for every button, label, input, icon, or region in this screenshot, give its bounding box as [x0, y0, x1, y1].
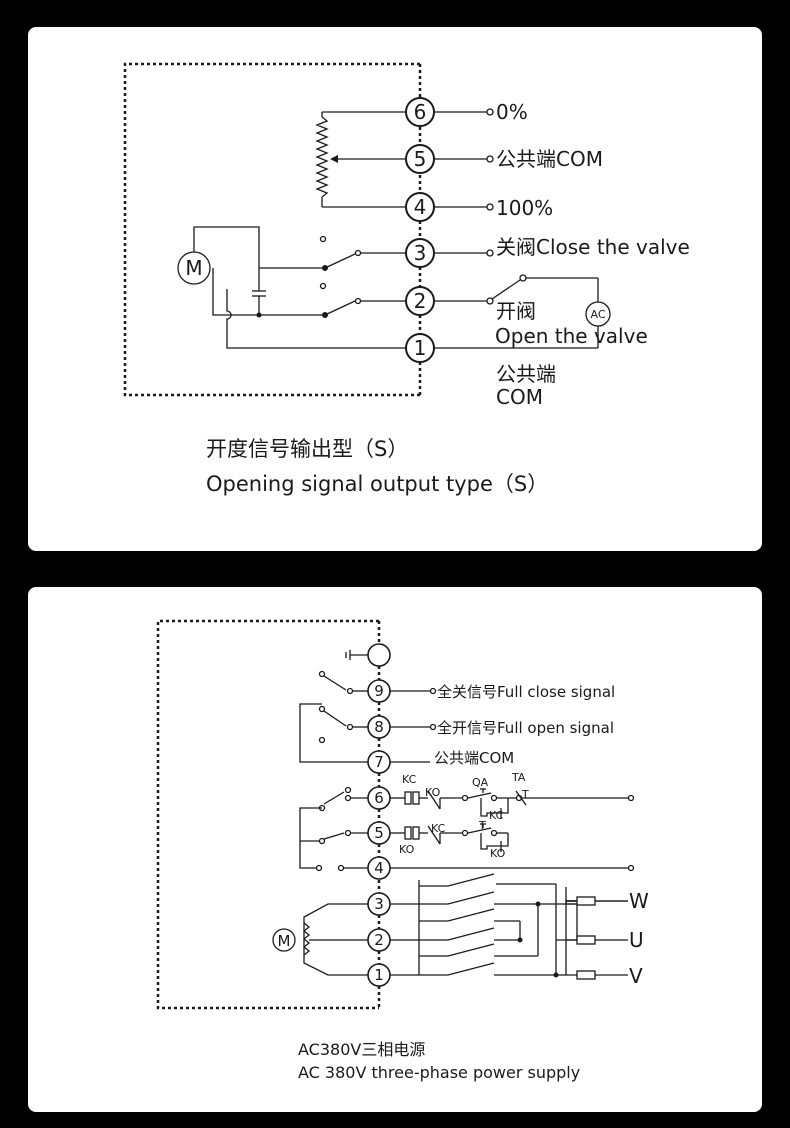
diagram-panel-three-phase: KC KO QA TA T KC KO KC T KO M	[28, 587, 762, 1112]
caption-en: Opening signal output type（S）	[206, 472, 549, 496]
opening-signal-wiring-diagram: AC M 6 5	[123, 62, 690, 409]
terminal-1: 1	[405, 333, 435, 363]
t-label-top: T	[521, 788, 529, 801]
svg-text:3: 3	[414, 241, 427, 265]
terminal-6: 6	[367, 786, 391, 810]
relay-ko-contact-label: KO	[425, 786, 441, 799]
label-full-open-signal: 全开信号Full open signal	[437, 719, 614, 737]
svg-text:6: 6	[374, 789, 384, 807]
svg-text:7: 7	[374, 753, 384, 771]
caption-cn: 开度信号输出型（S）	[206, 437, 409, 461]
label-0-percent: 0%	[496, 100, 528, 124]
phase-w-label: W	[629, 889, 649, 913]
motor-symbol	[272, 928, 296, 952]
svg-text:4: 4	[374, 859, 384, 877]
terminal-7: 7	[367, 750, 391, 774]
potentiometer	[315, 116, 329, 198]
t-label-mid: T	[478, 819, 486, 832]
label-full-close-signal: 全关信号Full close signal	[437, 683, 615, 701]
svg-text:2: 2	[374, 931, 384, 949]
relay-kc-coil-label: KC	[402, 773, 417, 786]
fuse-u	[576, 935, 596, 945]
label-close-valve: 关阀Close the valve	[496, 235, 690, 259]
terminal-3: 3	[405, 238, 435, 268]
fuse-w	[576, 896, 596, 906]
wiper-arrow	[330, 155, 338, 163]
caption-cn: AC380V三相电源	[298, 1040, 426, 1059]
label-common-com: 公共端COM	[434, 749, 514, 767]
ground-terminal	[367, 643, 391, 667]
phase-u-label: U	[629, 928, 644, 952]
terminal-1: 1	[367, 963, 391, 987]
svg-text:6: 6	[414, 100, 427, 124]
terminal-2: 2	[405, 286, 435, 316]
label-common-cn: 公共端	[496, 362, 556, 386]
svg-text:9: 9	[374, 682, 384, 700]
terminal-5: 5	[405, 144, 435, 174]
ac-label: AC	[590, 308, 605, 321]
svg-text:4: 4	[414, 195, 427, 219]
label-open-valve-en: Open the valve	[495, 324, 648, 348]
motor-label: M	[185, 256, 202, 280]
terminal-5: 5	[367, 821, 391, 845]
motor-label: M	[278, 932, 291, 950]
svg-text:3: 3	[374, 895, 384, 913]
label-common-en: COM	[496, 385, 543, 409]
ta-label: TA	[511, 771, 526, 784]
caption-en: AC 380V three-phase power supply	[298, 1063, 581, 1082]
svg-text:5: 5	[414, 147, 427, 171]
kc-contact-label-top: KC	[489, 809, 504, 822]
terminal-8: 8	[367, 715, 391, 739]
actuator-enclosure	[123, 62, 420, 397]
ko-contact-label-bottom: KO	[490, 847, 506, 860]
qa-label: QA	[472, 776, 489, 789]
terminal-2: 2	[367, 928, 391, 952]
actuator-enclosure	[156, 619, 379, 1010]
relay-ko-coil-label: KO	[399, 843, 415, 856]
svg-text:5: 5	[374, 824, 384, 842]
kc-contact-label-mid: KC	[431, 822, 446, 835]
phase-v-label: V	[629, 964, 643, 988]
fuse-v	[576, 970, 596, 980]
svg-text:8: 8	[374, 718, 384, 736]
terminal-6: 6	[405, 97, 435, 127]
label-common-com: 公共端COM	[496, 147, 603, 171]
svg-text:2: 2	[414, 289, 427, 313]
terminal-3: 3	[367, 892, 391, 916]
diagram-panel-opening-signal: AC M 6 5	[28, 27, 762, 551]
terminal-4: 4	[405, 192, 435, 222]
terminal-9: 9	[367, 679, 391, 703]
three-phase-wiring-diagram: KC KO QA TA T KC KO KC T KO M	[156, 619, 649, 1010]
label-open-valve-cn: 开阀	[496, 299, 536, 323]
svg-text:1: 1	[414, 336, 427, 360]
label-100-percent: 100%	[496, 196, 553, 220]
svg-text:1: 1	[374, 966, 384, 984]
terminal-4: 4	[367, 856, 391, 880]
